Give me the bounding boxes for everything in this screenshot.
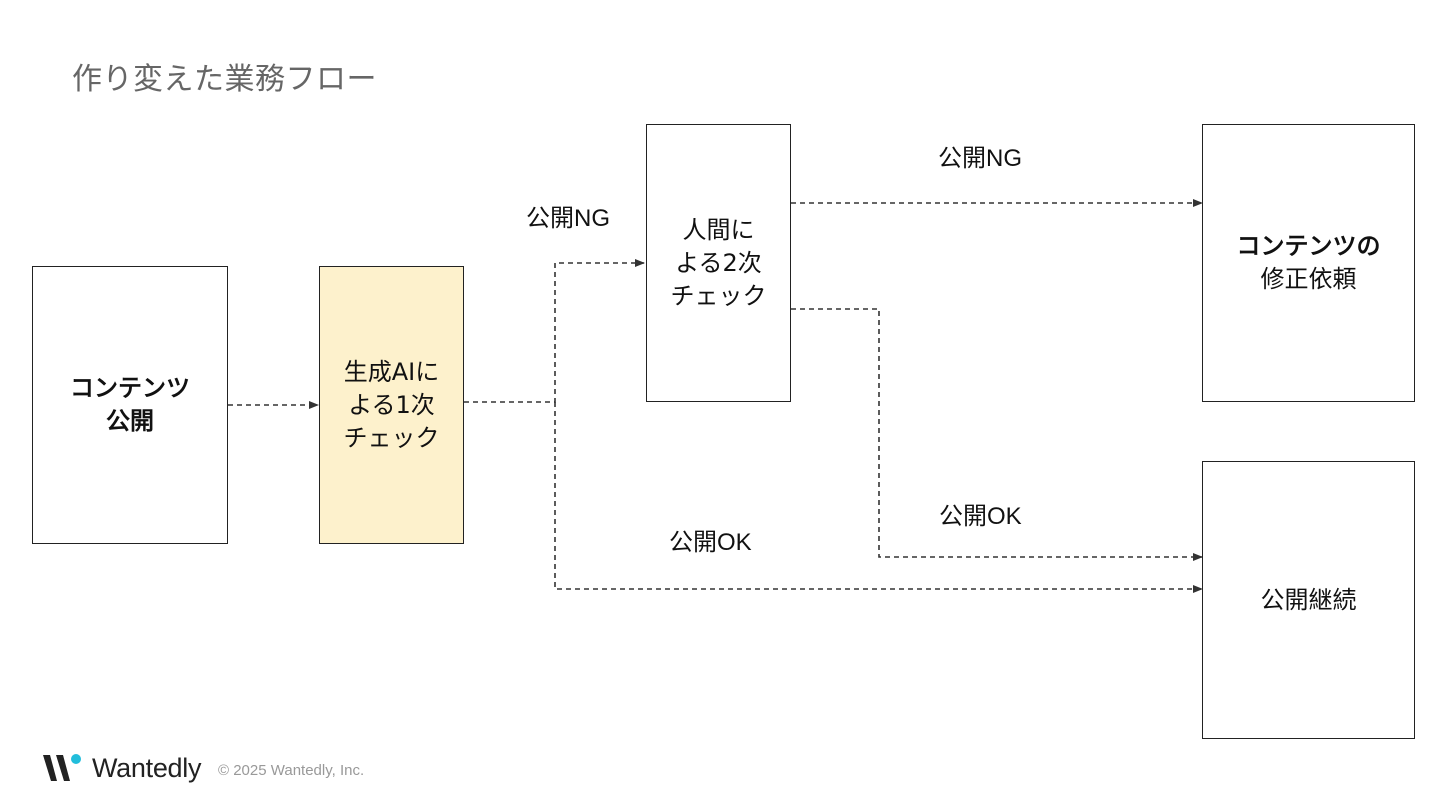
node-publish-continue: 公開継続 bbox=[1202, 461, 1415, 739]
edge-label-human-ok: 公開OK bbox=[939, 503, 1022, 530]
copyright-text: © 2025 Wantedly, Inc. bbox=[218, 762, 365, 779]
node-text: よる2次 bbox=[675, 248, 762, 277]
node-text: 公開継続 bbox=[1260, 585, 1357, 614]
node-text: チェック bbox=[343, 423, 440, 452]
node-text: コンテンツ bbox=[70, 374, 190, 402]
node-ai-first-check: 生成AIに よる1次 チェック bbox=[319, 266, 464, 544]
node-text: 公開 bbox=[106, 407, 154, 435]
node-text: よる1次 bbox=[348, 390, 435, 419]
wantedly-w-icon bbox=[43, 754, 81, 781]
node-text: 生成AIに bbox=[343, 357, 440, 386]
node-text: 人間に bbox=[682, 215, 755, 244]
page-title: 作り変えた業務フロー bbox=[72, 62, 377, 97]
arrow-human-to-continue bbox=[791, 308, 1203, 561]
edge-label-human-ng: 公開NG bbox=[938, 145, 1022, 172]
node-text: 修正依頼 bbox=[1260, 265, 1357, 293]
node-content-publish: コンテンツ 公開 bbox=[32, 266, 228, 544]
node-human-second-check: 人間に よる2次 チェック bbox=[646, 124, 791, 402]
node-revision-request: コンテンツの 修正依頼 bbox=[1202, 124, 1415, 402]
edge-label-ai-ng: 公開NG bbox=[526, 205, 610, 232]
arrow-ai-to-human bbox=[464, 259, 645, 403]
wantedly-logo: Wantedly bbox=[42, 752, 201, 784]
brand-name: Wantedly bbox=[92, 752, 202, 783]
node-text: コンテンツの bbox=[1236, 232, 1381, 260]
node-text: チェック bbox=[670, 281, 767, 310]
edge-label-ai-ok: 公開OK bbox=[669, 529, 752, 556]
